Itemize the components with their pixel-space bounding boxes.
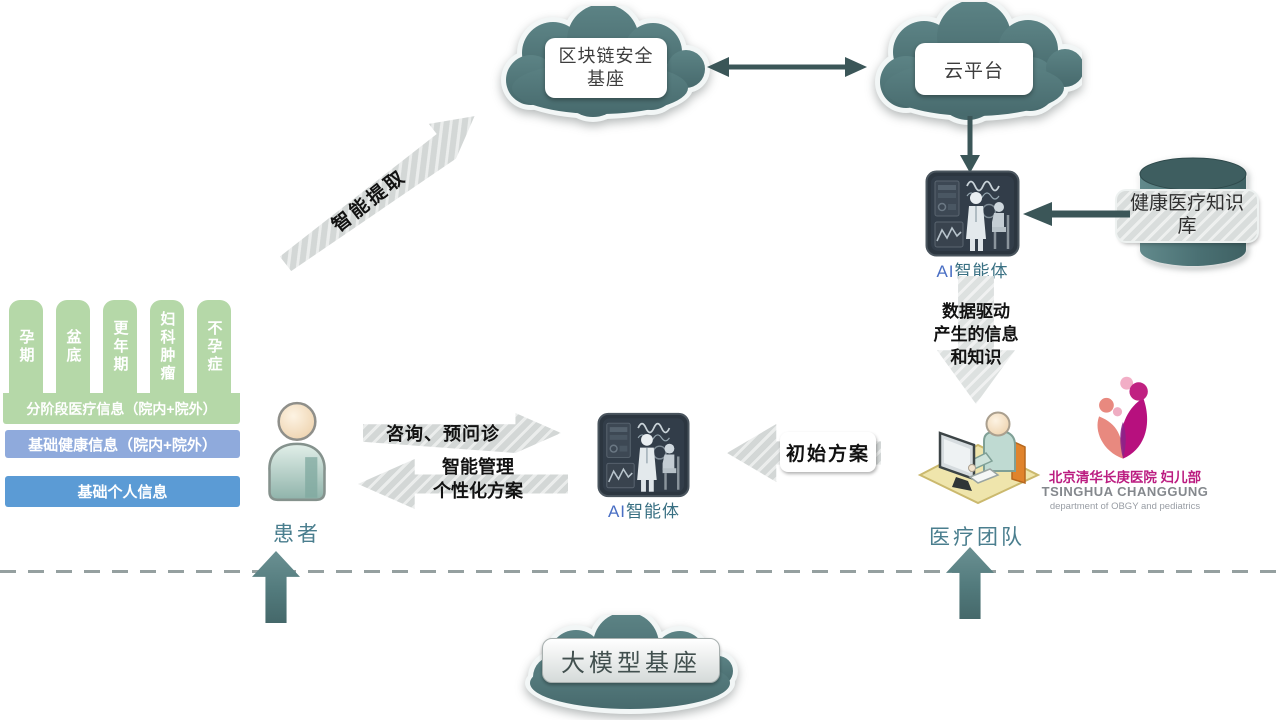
medical-team-label: 医疗团队 — [929, 526, 1025, 549]
data-driven-label: 数据驱动 产生的信息 和知识 — [933, 302, 1019, 367]
initial-plan-label: 初始方案 — [780, 432, 876, 472]
ai-agent-mid-label: AI智能体 — [607, 502, 681, 521]
hospital-name-cn: 北京清华长庚医院 妇儿部 — [1048, 470, 1202, 485]
patient-up-arrow — [252, 551, 300, 623]
basic-personal-label: 基础个人信息 — [77, 484, 168, 501]
extract-arrow-label: 智能提取 — [328, 165, 411, 237]
patient-label: 患者 — [273, 523, 321, 546]
llm-cloud-label: 大模型基座 — [542, 638, 720, 683]
basic-health-bar: 基础健康信息（院内+院外） — [5, 430, 240, 458]
pillar-label: 盆底 — [64, 329, 82, 365]
ai-agent-icon — [925, 170, 1020, 257]
team-up-arrow — [946, 547, 994, 619]
hospital-logo: 北京清华长庚医院 妇儿部 TSINGHUA CHANGGUNG departme… — [1035, 374, 1215, 516]
platform-to-agent-arrow — [960, 116, 980, 173]
cloud-sync-arrow — [707, 57, 867, 77]
ai-agent-icon — [597, 412, 690, 498]
cloud-platform-label: 云平台 — [915, 43, 1033, 95]
basic-personal-bar: 基础个人信息 — [5, 476, 240, 507]
pillar-label: 不孕症 — [205, 320, 223, 374]
pillar-label: 孕期 — [17, 329, 35, 365]
data-pillar: 不孕症 — [197, 300, 231, 394]
cloud-platform-cloud: 云平台 — [868, 0, 1089, 126]
manage-arrow: 智能管理 个性化方案 — [358, 457, 568, 509]
hospital-logo-flower-icon — [1097, 376, 1148, 459]
blockchain-cloud-label: 区块链安全基座 — [545, 38, 667, 98]
data-pillar: 妇科肿瘤 — [150, 300, 184, 394]
consult-arrow: 咨询、预问诊 — [363, 413, 561, 453]
manage-arrow-label: 智能管理 个性化方案 — [433, 457, 523, 501]
staged-info-bar: 分阶段医疗信息（院内+院外） — [3, 393, 240, 424]
pillar-label: 更年期 — [111, 320, 129, 374]
staged-info-label: 分阶段医疗信息（院内+院外） — [26, 400, 217, 417]
patient-icon — [268, 401, 326, 502]
hospital-dept-en: department of OBGY and pediatrics — [1049, 501, 1201, 512]
kb-to-agent-arrow — [1023, 202, 1130, 226]
knowledge-db-label: 健康医疗知识库 — [1117, 191, 1257, 241]
extract-arrow: 智能提取 — [271, 98, 488, 282]
medical-team-icon — [917, 411, 1041, 505]
llm-cloud: 大模型基座 — [512, 607, 750, 717]
consult-arrow-label: 咨询、预问诊 — [386, 424, 500, 444]
data-pillar: 更年期 — [103, 300, 137, 394]
pillar-label: 妇科肿瘤 — [158, 311, 176, 383]
initial-plan-arrow: 初始方案 — [727, 424, 881, 482]
data-pillar: 盆底 — [56, 300, 90, 394]
basic-health-label: 基础健康信息（院内+院外） — [28, 436, 217, 454]
separator-dashed-line — [0, 570, 1281, 573]
hospital-name-en: TSINGHUA CHANGGUNG — [1041, 484, 1209, 499]
blockchain-cloud: 区块链安全基座 — [495, 0, 710, 122]
data-pillar: 孕期 — [9, 300, 43, 394]
